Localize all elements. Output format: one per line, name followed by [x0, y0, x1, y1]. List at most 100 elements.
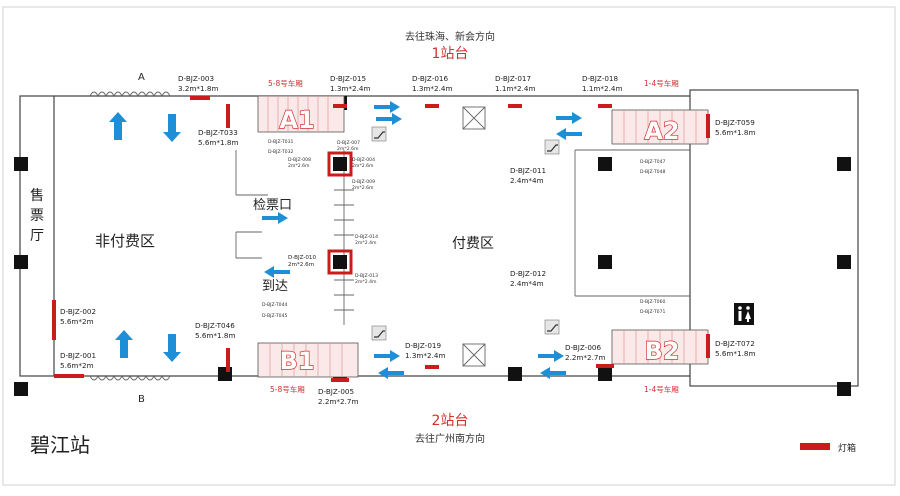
entrance-b-label: B [138, 394, 145, 405]
stair-a1-label: A1 [279, 106, 314, 134]
lightbox-labels: D-BJZ-003 3.2m*1.8m D-BJZ-015 1.3m*2.4m … [60, 74, 755, 406]
stair-b2-label: B2 [645, 337, 680, 365]
stair-b1-label: B1 [280, 347, 315, 375]
lb-012-code: D-BJZ-012 [510, 269, 546, 278]
elevator-shaft-bottom [462, 343, 486, 367]
lightbox-016 [425, 104, 439, 108]
lb-018-size: 1.1m*2.4m [582, 84, 622, 93]
small-008-code: D-BJZ-008 [288, 157, 311, 163]
arrow-left-icon [556, 128, 582, 140]
lightbox-005 [331, 378, 349, 382]
lb-t033-code: D-BJZ-T033 [198, 128, 238, 137]
lb-001-code: D-BJZ-001 [60, 351, 96, 360]
lightbox-006 [596, 364, 614, 368]
arrow-left-icon [378, 367, 404, 379]
small-014-code: D-BJZ-014 [355, 234, 378, 240]
arrow-right-icon [374, 101, 400, 113]
lightbox-t046 [226, 348, 230, 372]
legend-label: 灯箱 [838, 442, 856, 454]
lightbox-019 [425, 365, 439, 369]
arrow-up-icon [109, 112, 127, 140]
stair-a1: A1 [257, 95, 345, 135]
arrival-label: 到达 [262, 279, 288, 294]
lb-t072-code: D-BJZ-T072 [715, 339, 755, 348]
small-t071: D-BJZ-T071 [640, 309, 665, 315]
lb-012-size: 2.4m*4m [510, 279, 544, 288]
small-t048: D-BJZ-T048 [640, 169, 665, 175]
lb-003-size: 3.2m*1.8m [178, 84, 218, 93]
lb-005-size: 2.2m*2.7m [318, 397, 358, 406]
small-009-code: D-BJZ-009 [352, 179, 375, 185]
elevator-shaft-top [462, 106, 486, 130]
arrow-right-icon [556, 112, 582, 124]
bottom-coach-left: 5-8号车厢 [270, 384, 305, 394]
ticket-office-wall [19, 95, 55, 377]
arrow-right-icon [374, 350, 400, 362]
small-t060: D-BJZ-T060 [640, 299, 665, 305]
lb-011-size: 2.4m*4m [510, 176, 544, 185]
lightbox-t059 [706, 114, 710, 138]
arrow-down-icon [163, 114, 181, 142]
top-coach-left: 5-8号车厢 [268, 78, 303, 88]
legend-swatch [800, 443, 830, 450]
lightbox-001 [54, 374, 84, 378]
lb-016-size: 1.3m*2.4m [412, 84, 452, 93]
paid-zone-label: 付费区 [452, 236, 494, 252]
entrance-a-label: A [138, 72, 145, 83]
lb-002-code: D-BJZ-002 [60, 307, 96, 316]
escalator-icon [544, 139, 560, 155]
top-direction: 去往珠海、新会方向 [405, 30, 495, 43]
ticket-office-char-1: 售 [30, 188, 44, 204]
lb-t046-code: D-BJZ-T046 [195, 321, 235, 330]
lb-011-code: D-BJZ-011 [510, 166, 546, 175]
station-walls [19, 89, 859, 387]
small-t047: D-BJZ-T047 [640, 159, 665, 165]
small-004-size: 2m*2.6m [352, 163, 374, 169]
small-013-code: D-BJZ-013 [355, 273, 378, 279]
lb-005-code: D-BJZ-005 [318, 387, 354, 396]
bottom-platform: 2站台 [432, 413, 469, 429]
lightbox-018 [598, 104, 612, 108]
small-008-size: 2m*2.6m [288, 163, 310, 169]
lb-t059-size: 5.6m*1.8m [715, 128, 755, 137]
small-009-size: 2m*2.6m [352, 185, 374, 191]
arrow-left-icon [264, 266, 290, 278]
small-t031: D-BJZ-T031 [268, 139, 293, 145]
restroom-icon [734, 303, 754, 325]
lb-t059-code: D-BJZ-T059 [715, 118, 755, 127]
lightbox-002 [52, 300, 56, 340]
lb-t046-size: 5.6m*1.8m [195, 331, 235, 340]
bottom-coach-right: 1-4号车厢 [644, 384, 679, 394]
lightbox-003 [190, 96, 210, 100]
lb-t072-size: 5.6m*1.8m [715, 349, 755, 358]
lb-003-code: D-BJZ-003 [178, 74, 214, 83]
entrance-a-doors [89, 91, 171, 98]
arrow-right-icon [376, 113, 402, 125]
right-hall-wall [689, 89, 859, 387]
lb-t033-size: 5.6m*1.8m [198, 138, 238, 147]
small-t044: D-BJZ-T044 [262, 302, 287, 308]
lb-019-code: D-BJZ-019 [405, 341, 441, 350]
lb-018-code: D-BJZ-018 [582, 74, 618, 83]
arrow-right-icon [538, 350, 564, 362]
stair-a2: A2 [611, 109, 709, 146]
lb-010-size: 2m*2.6m [288, 262, 314, 268]
lightbox-markers [52, 96, 710, 382]
lb-010-code: D-BJZ-010 [288, 255, 316, 261]
escalator-icon [371, 126, 387, 142]
lb-017-code: D-BJZ-017 [495, 74, 531, 83]
lb-002-size: 5.6m*2m [60, 317, 94, 326]
lb-017-size: 1.1m*2.4m [495, 84, 535, 93]
ticket-office-char-3: 厅 [30, 228, 44, 244]
bottom-direction: 去往广州南方向 [415, 432, 485, 445]
arrow-up-icon [115, 330, 133, 358]
lightbox-017 [508, 104, 522, 108]
lb-015-code: D-BJZ-015 [330, 74, 366, 83]
small-007-code: D-BJZ-007 [337, 140, 360, 146]
ticket-office-char-2: 票 [30, 208, 44, 224]
lightbox-t072 [706, 334, 710, 358]
top-platform: 1站台 [432, 46, 469, 62]
escalator-icon [544, 319, 560, 335]
